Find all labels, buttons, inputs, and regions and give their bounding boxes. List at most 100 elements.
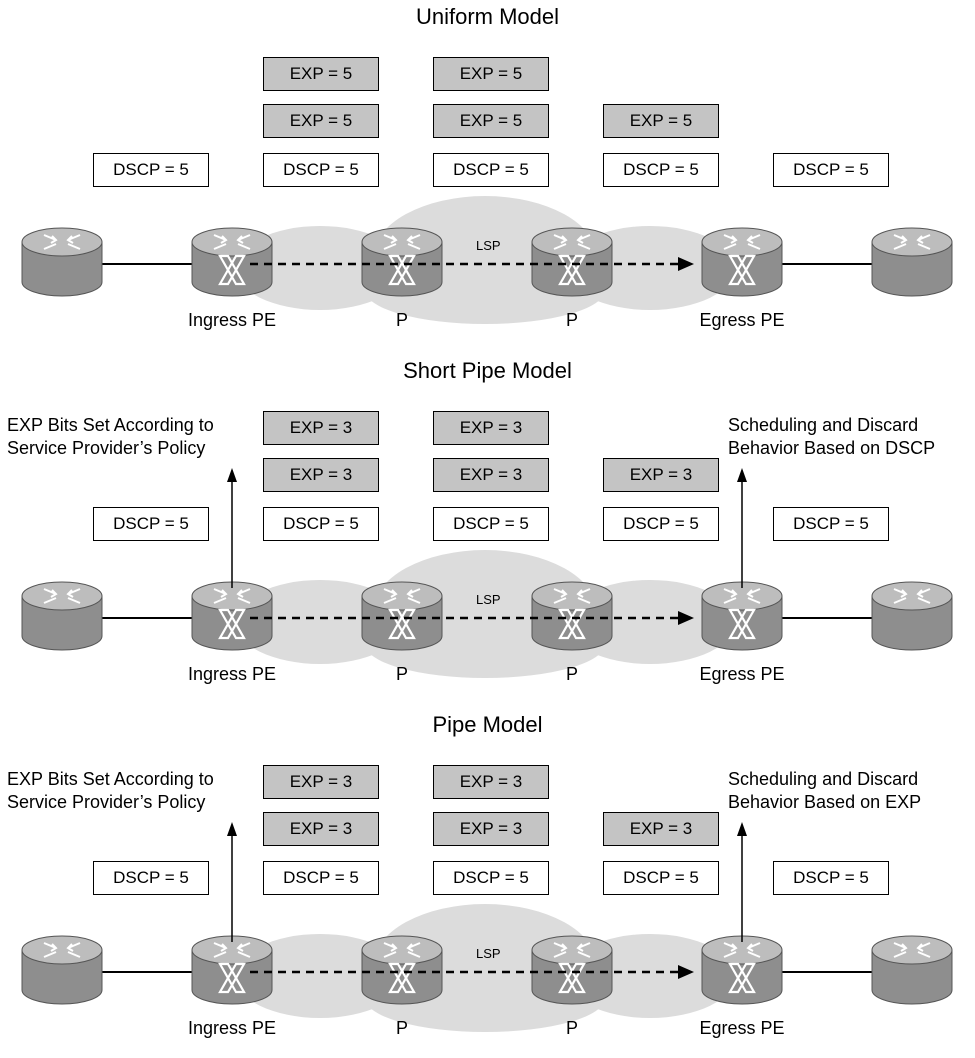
network-drawing	[21, 196, 953, 324]
panel-title: Short Pipe Model	[403, 358, 572, 383]
switch-x-icon-2	[388, 962, 416, 994]
p-router-2	[531, 581, 613, 651]
panel-title: Uniform Model	[415, 4, 560, 29]
switch-x-icon-1	[218, 254, 246, 286]
network-drawing	[21, 822, 953, 1032]
dscp-label: DSCP = 5	[263, 507, 379, 541]
egress-pe-router	[701, 227, 783, 297]
dscp-label: DSCP = 5	[93, 507, 209, 541]
lsp-arrowhead	[678, 611, 694, 625]
left-note-line: EXP Bits Set According to	[7, 415, 214, 435]
switch-x-icon-2	[388, 254, 416, 286]
switch-x-icon-3	[558, 608, 586, 640]
switch-x-icon-4	[728, 608, 756, 640]
router-label: Egress PE	[699, 310, 785, 330]
router-label: P	[395, 1018, 408, 1038]
right-ce-router	[871, 581, 953, 651]
router-label: P	[395, 310, 408, 330]
right-ce-router	[871, 935, 953, 1005]
router-label: Ingress PE	[187, 664, 277, 684]
switch-x-icon-1	[218, 608, 246, 640]
exp-label-top: EXP = 3	[263, 411, 379, 445]
right-note-line: Behavior Based on EXP	[728, 792, 922, 812]
switch-x-icon-1	[218, 962, 246, 994]
ingress-pe-router	[191, 935, 273, 1005]
switch-x-icon-2	[388, 608, 416, 640]
mpls-cloud	[235, 196, 735, 324]
switch-x-icon-3	[558, 254, 586, 286]
router-label: Ingress PE	[187, 310, 277, 330]
p-router-1	[361, 227, 443, 297]
dscp-label: DSCP = 5	[263, 153, 379, 187]
dscp-label: DSCP = 5	[773, 507, 889, 541]
ingress-pe-router	[191, 227, 273, 297]
mpls-cloud	[235, 550, 735, 678]
panel-title: Pipe Model	[432, 712, 543, 737]
exp-label: EXP = 3	[603, 458, 719, 492]
left-note: EXP Bits Set According to Service Provide…	[7, 414, 214, 460]
dscp-label: DSCP = 5	[263, 861, 379, 895]
left-note-line: EXP Bits Set According to	[7, 769, 214, 789]
exp-label: EXP = 5	[603, 104, 719, 138]
router-label: Egress PE	[699, 1018, 785, 1038]
p-router-2	[531, 935, 613, 1005]
mpls-cloud	[235, 904, 735, 1032]
router-label: Egress PE	[699, 664, 785, 684]
exp-label: EXP = 3	[263, 812, 379, 846]
right-note-line: Behavior Based on DSCP	[728, 438, 936, 458]
router-label: P	[565, 664, 578, 684]
router-label: P	[395, 664, 408, 684]
network-drawing	[21, 468, 953, 678]
right-ce-router	[871, 227, 953, 297]
exp-label: EXP = 3	[433, 812, 549, 846]
exp-label: EXP = 3	[433, 458, 549, 492]
switch-x-icon-3	[558, 962, 586, 994]
ingress-up-arrow	[227, 822, 237, 942]
router-label: P	[565, 1018, 578, 1038]
exp-label-top: EXP = 5	[263, 57, 379, 91]
exp-label: EXP = 3	[263, 458, 379, 492]
exp-label-top: EXP = 5	[433, 57, 549, 91]
p-router-2	[531, 227, 613, 297]
exp-label: EXP = 3	[603, 812, 719, 846]
dscp-label: DSCP = 5	[433, 153, 549, 187]
lsp-label: LSP	[476, 946, 501, 961]
egress-up-arrow	[737, 822, 747, 942]
dscp-label: DSCP = 5	[603, 507, 719, 541]
dscp-label: DSCP = 5	[603, 153, 719, 187]
p-router-1	[361, 935, 443, 1005]
lsp-label: LSP	[476, 238, 501, 253]
dscp-label: DSCP = 5	[773, 153, 889, 187]
router-label: Ingress PE	[187, 1018, 277, 1038]
dscp-label: DSCP = 5	[93, 153, 209, 187]
left-ce-router	[21, 581, 103, 651]
exp-label: EXP = 5	[263, 104, 379, 138]
router-label: P	[565, 310, 578, 330]
ingress-pe-router	[191, 581, 273, 651]
p-router-1	[361, 581, 443, 651]
dscp-label: DSCP = 5	[773, 861, 889, 895]
right-note-line: Scheduling and Discard	[728, 415, 919, 435]
dscp-label: DSCP = 5	[433, 507, 549, 541]
egress-up-arrow	[737, 468, 747, 588]
left-note-line: Service Provider’s Policy	[7, 438, 206, 458]
exp-label: EXP = 5	[433, 104, 549, 138]
switch-x-icon-4	[728, 254, 756, 286]
lsp-label: LSP	[476, 592, 501, 607]
egress-pe-router	[701, 935, 783, 1005]
exp-label-top: EXP = 3	[433, 411, 549, 445]
right-note-line: Scheduling and Discard	[728, 769, 919, 789]
lsp-arrowhead	[678, 257, 694, 271]
ingress-up-arrow	[227, 468, 237, 588]
exp-label-top: EXP = 3	[263, 765, 379, 799]
left-note-line: Service Provider’s Policy	[7, 792, 206, 812]
left-note: EXP Bits Set According to Service Provide…	[7, 768, 214, 814]
left-ce-router	[21, 935, 103, 1005]
exp-label-top: EXP = 3	[433, 765, 549, 799]
dscp-label: DSCP = 5	[433, 861, 549, 895]
